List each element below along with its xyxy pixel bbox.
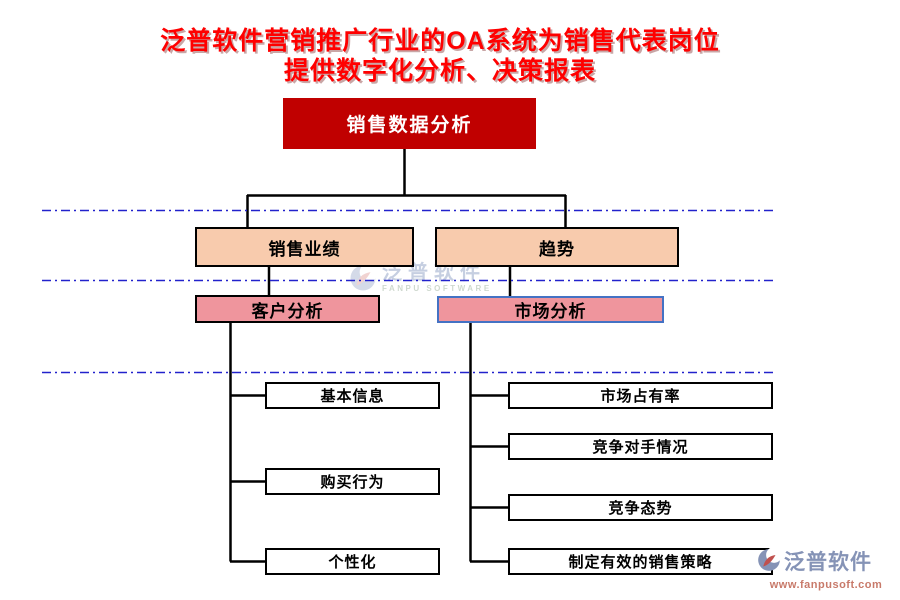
footer-brand-name: 泛普软件	[784, 550, 872, 574]
leaf-basic-info: 基本信息	[265, 382, 440, 409]
slide-title-line2: 提供数字化分析、决策报表	[283, 57, 596, 85]
slide-title: 泛普软件营销推广行业的OA系统为销售代表岗位 提供数字化分析、决策报表	[0, 26, 880, 86]
node-sales-performance: 销售业绩	[195, 227, 414, 267]
leaf-competitor-situation: 竞争对手情况	[508, 433, 773, 460]
leaf-purchase-behavior: 购买行为	[265, 468, 440, 495]
watermark-logo-icon	[348, 262, 378, 299]
leaf-market-share: 市场占有率	[508, 382, 773, 409]
leaf-competitive-posture: 竞争态势	[508, 494, 773, 521]
node-sales-data-analysis: 销售数据分析	[283, 98, 536, 149]
footer-brand: 泛普软件 www.fanpusoft.com	[756, 546, 896, 591]
leaf-sales-strategy: 制定有效的销售策略	[508, 548, 773, 575]
node-customer-analysis: 客户分析	[195, 295, 380, 323]
slide-title-line1: 泛普软件营销推广行业的OA系统为销售代表岗位	[160, 27, 720, 55]
node-market-analysis: 市场分析	[437, 296, 664, 323]
node-trend: 趋势	[435, 227, 679, 267]
watermark-brand: 泛普软件	[382, 262, 486, 284]
footer-brand-url: www.fanpusoft.com	[769, 579, 883, 591]
watermark-caption: FANPU SOFTWARE	[382, 284, 492, 293]
leaf-personalization: 个性化	[265, 548, 440, 575]
center-watermark: 泛普软件 FANPU SOFTWARE	[348, 262, 492, 299]
fanpu-logo-icon	[756, 546, 782, 579]
